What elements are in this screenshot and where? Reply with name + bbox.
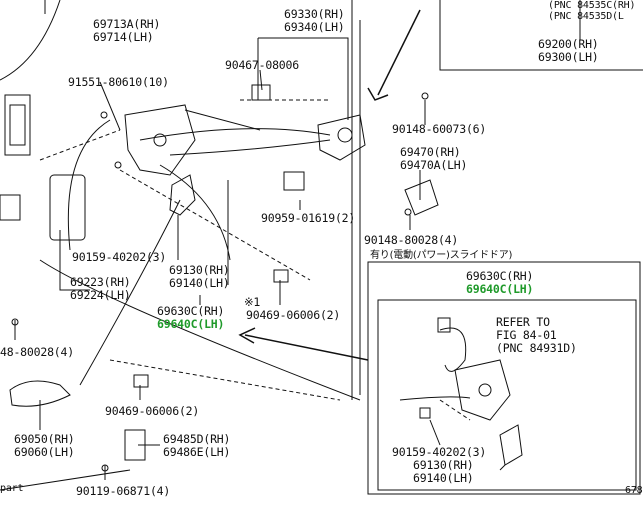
bracket-69223 xyxy=(59,230,90,291)
leader-90467 xyxy=(259,69,263,91)
inset-label-69640c-highlighted[interactable]: 69640C(LH) xyxy=(466,282,534,296)
inset-cable xyxy=(399,396,471,401)
left-lock-body xyxy=(4,94,31,156)
dashed-line-3 xyxy=(39,129,121,161)
label-90148-80028: 90148-80028(4) xyxy=(364,233,459,247)
label-pnc-84535c: (PNC 84535C(RH) xyxy=(548,0,636,11)
label-90159: 90159-40202(3) xyxy=(72,250,167,264)
label-part: part xyxy=(0,483,24,494)
main-lock-assembly xyxy=(124,104,196,176)
inset-lock-assembly xyxy=(454,359,511,421)
label-69485d: 69485D(RH) xyxy=(163,432,231,446)
clip-90469a xyxy=(273,269,289,283)
clip-90467 xyxy=(251,84,271,101)
label-90469-upper: 90469-06006(2) xyxy=(246,308,341,322)
label-90469-lower: 90469-06006(2) xyxy=(105,404,200,418)
arrow-top-head xyxy=(367,87,389,101)
dashed-line-2 xyxy=(109,359,341,401)
cable-lower xyxy=(159,164,231,261)
dashed-line-inset xyxy=(439,399,471,421)
bracket-69330 xyxy=(258,37,349,120)
inset-box xyxy=(367,261,641,495)
label-69470: 69470(RH) xyxy=(400,145,461,159)
left-bracket-part xyxy=(49,174,86,241)
assembly-box-top xyxy=(439,0,643,71)
inset-wire-harness xyxy=(439,327,467,372)
cable-upper xyxy=(139,128,331,141)
inset-leader-69130 xyxy=(499,464,506,471)
label-90119: 90119-06871(4) xyxy=(76,484,171,498)
leader-91551 xyxy=(99,81,121,131)
inset-label-69140: 69140(LH) xyxy=(413,471,474,485)
inset-inner-box xyxy=(377,299,637,491)
inset-label-69130: 69130(RH) xyxy=(413,458,474,472)
dashed-line-1 xyxy=(119,169,311,281)
clip-90469b xyxy=(133,374,149,388)
bolt-90159 xyxy=(114,161,122,169)
left-lock-inner xyxy=(9,104,26,146)
label-69340: 69340(LH) xyxy=(284,20,345,34)
label-69060: 69060(LH) xyxy=(14,445,75,459)
door-bottom-line xyxy=(0,469,131,491)
label-69300: 69300(LH) xyxy=(538,50,599,64)
inset-refer-pnc: (PNC 84931D) xyxy=(496,341,577,355)
bolt-90148b xyxy=(404,208,412,216)
inset-lock-pivot xyxy=(478,383,492,397)
inner-handle xyxy=(169,174,196,216)
label-pnc-84535d: (PNC 84535D(L xyxy=(548,11,624,22)
label-note-1: ※1 xyxy=(244,295,261,309)
inset-handle xyxy=(499,424,523,466)
label-90959: 90959-01619(2) xyxy=(261,211,356,225)
bolt-91551 xyxy=(100,111,108,119)
inset-leader-90159 xyxy=(429,419,441,446)
label-69470a: 69470A(LH) xyxy=(400,158,468,172)
label-69223: 69223(RH) xyxy=(70,275,131,289)
label-69200: 69200(RH) xyxy=(538,37,599,51)
inset-label-90159: 90159-40202(3) xyxy=(392,445,487,459)
cable-to-handle xyxy=(79,199,181,386)
outside-handle xyxy=(9,380,71,407)
label-69330: 69330(RH) xyxy=(284,7,345,21)
label-69130: 69130(RH) xyxy=(169,263,230,277)
hinge-69485 xyxy=(124,429,146,461)
inset-connector xyxy=(437,317,451,333)
cable-upper-2 xyxy=(169,139,331,156)
label-69714: 69714(LH) xyxy=(93,30,154,44)
striker-69470 xyxy=(404,179,439,216)
label-48-80028: 48-80028(4) xyxy=(0,345,74,359)
inset-refer-fig: FIG 84-01 xyxy=(496,328,557,342)
label-69050: 69050(RH) xyxy=(14,432,75,446)
arrow-mid-head xyxy=(238,327,256,344)
label-90467: 90467-08006 xyxy=(225,58,299,72)
inset-title: 有り(電動(パワー)スライドドア) xyxy=(370,250,513,261)
door-outline xyxy=(0,0,61,81)
bolt-48028 xyxy=(11,318,19,326)
bolt-90119 xyxy=(101,464,109,472)
right-latch-pivot xyxy=(337,127,353,143)
page-number: 678 xyxy=(625,485,643,496)
label-90148-60073: 90148-60073(6) xyxy=(392,122,487,136)
label-69640c-highlighted[interactable]: 69640C(LH) xyxy=(157,317,225,331)
right-latch xyxy=(317,114,366,161)
arrow-mid xyxy=(244,334,369,361)
bolt-90148a xyxy=(421,92,429,100)
label-69713: 69713A(RH) xyxy=(93,17,161,31)
label-69140: 69140(LH) xyxy=(169,276,230,290)
cable-rod xyxy=(184,109,261,131)
arrow-top xyxy=(377,9,421,96)
cable-curve-left xyxy=(67,119,111,251)
door-edge-curve xyxy=(39,259,361,401)
inset-refer-to: REFER TO xyxy=(496,315,550,329)
inset-label-69630c: 69630C(RH) xyxy=(466,269,534,283)
label-69486e: 69486E(LH) xyxy=(163,445,231,459)
inset-clip xyxy=(419,407,431,419)
label-69224: 69224(LH) xyxy=(70,288,131,302)
lock-pivot xyxy=(153,133,167,147)
clip-90959 xyxy=(283,171,305,191)
left-small-part xyxy=(0,194,21,221)
label-91551: 91551-80610(10) xyxy=(68,75,169,89)
label-69630c: 69630C(RH) xyxy=(157,304,225,318)
